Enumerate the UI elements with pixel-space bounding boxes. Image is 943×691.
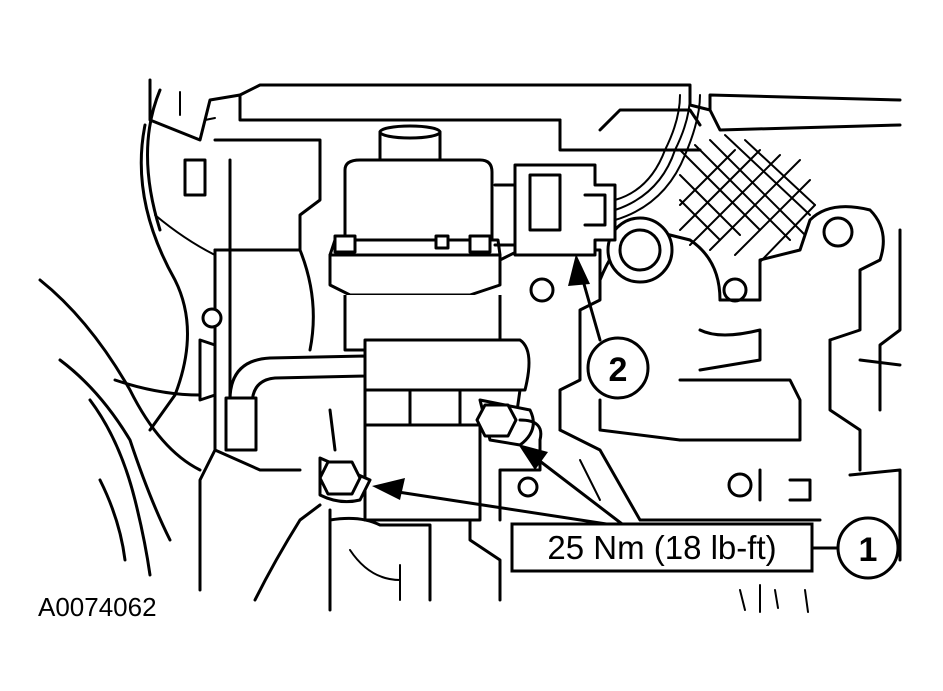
- mesh-pattern: [679, 134, 816, 263]
- torque-spec-box: 25 Nm (18 lb-ft): [510, 522, 814, 573]
- flange-bolt-right: [468, 234, 492, 254]
- callout-2-number: 2: [609, 351, 628, 389]
- electrical-connector: [493, 94, 701, 257]
- mounting-bolt-right: [475, 398, 535, 447]
- engine-background: [38, 78, 902, 613]
- mounting-bolt-left: [318, 456, 372, 504]
- egr-valve: [224, 124, 543, 522]
- callout-1-number: 1: [859, 531, 878, 569]
- torque-spec-label: 25 Nm (18 lb-ft): [547, 529, 776, 566]
- callout-1: 1: [836, 516, 900, 580]
- leader-arrows: [372, 254, 628, 529]
- flange-bolt-left: [333, 234, 357, 254]
- callout-2: 2: [586, 336, 650, 400]
- figure-id: A0074062: [38, 592, 157, 622]
